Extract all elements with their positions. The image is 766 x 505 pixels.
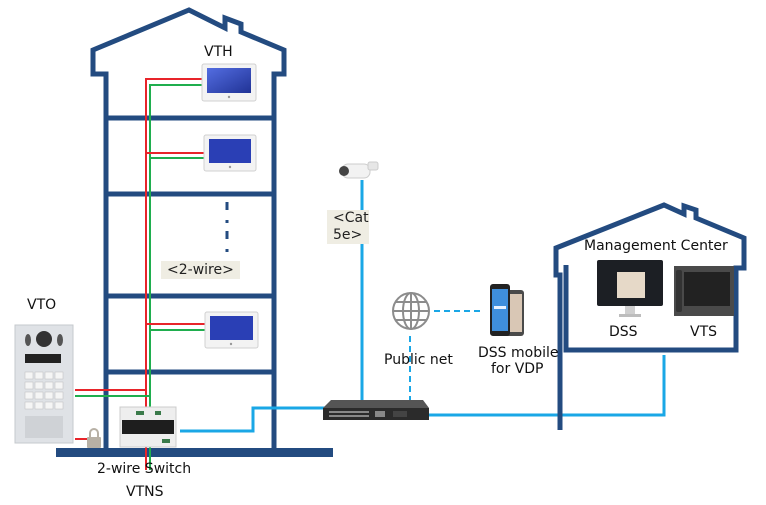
vts-console (674, 266, 734, 316)
vts-label: VTS (690, 324, 718, 340)
ground-base (56, 448, 333, 457)
two-wire-tag: <2-wire> (161, 261, 240, 280)
dss-label: DSS (609, 324, 638, 340)
vtns-switch-device (119, 406, 177, 448)
dss-monitor (597, 260, 663, 317)
vto-door-station (14, 324, 74, 444)
vto-label: VTO (27, 297, 57, 313)
switch-to-management-cable (424, 355, 666, 417)
vtns-to-switch-cable (180, 406, 330, 433)
building-outline (90, 7, 287, 450)
cat5e-tag-line2: 5e> (333, 226, 363, 243)
management-center-label: Management Center (584, 238, 728, 254)
two-wire-bus (75, 78, 205, 470)
vth-monitor (201, 63, 257, 102)
switch-label-line1: 2-wire Switch (97, 461, 192, 477)
dss-mobile-label-line1: DSS mobile (478, 345, 559, 361)
red-wire (145, 78, 202, 470)
vth-monitor (204, 311, 259, 349)
network-switch (323, 400, 429, 420)
vth-label: VTH (204, 44, 233, 60)
dss-mobile-label-line2: for VDP (491, 361, 544, 377)
residential-building (90, 7, 287, 450)
lock-icon (87, 428, 101, 448)
ethernet-lines (180, 180, 666, 433)
management-center-building (553, 202, 747, 430)
mobile-phones (490, 284, 524, 336)
cat5e-tag: <Cat 5e> (327, 210, 369, 244)
ip-camera (339, 161, 379, 179)
switch-label-line2: VTNS (126, 484, 164, 500)
vth-monitor (203, 134, 257, 172)
public-net-links (409, 310, 483, 405)
green-wire (149, 84, 202, 470)
globe-icon (392, 292, 430, 330)
cat5e-tag-line1: <Cat (333, 210, 369, 226)
public-net-label: Public net (384, 352, 453, 368)
